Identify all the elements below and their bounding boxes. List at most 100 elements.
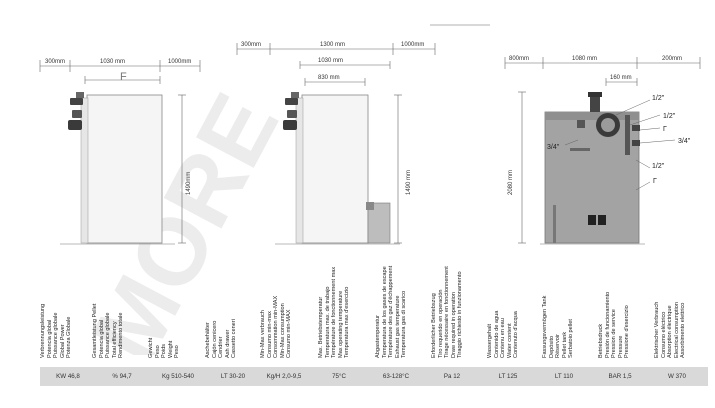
technical-drawing: 300mm 1030 mm 1000mm F 1490mm 300mm 1300… [39,24,701,245]
mid-dim-830: 830 mm [318,75,340,81]
fitting-label-g: Γ [653,178,657,185]
value-cell: LT 30-20 [220,373,246,380]
spec-line: Betriebsdruck [598,323,605,358]
fitting-label-e: 3/4" [547,144,560,151]
spec-line: Tiraggio richiesto in funzionamento [457,271,464,358]
value-cell: Kg/H 2,0-9,5 [266,373,302,380]
spec-line: Temperatura max. de trabajo [324,286,331,358]
fitting-label-f: 1/2" [652,163,665,170]
mid-dim-1030: 1030 mm [318,58,343,64]
spec-line: Assorbimento elettrico [680,302,687,358]
spec-line: Peso [174,345,181,358]
spec-line: Potencia global [46,319,53,358]
spec-line: Temperatura gas di scarico [401,290,408,358]
right-dim-1080: 1080 mm [572,56,597,62]
spec-line: Elektrischer Verbrauch [654,301,661,358]
fitting-label-d: 3/4" [678,138,691,145]
fitting-label-a: 1/2" [652,95,665,102]
spec-line: Absorption électrique [667,305,674,358]
spec-line: Pressione d'esercizio [624,305,631,358]
right-dim-200: 200mm [662,56,682,62]
spec-line: Contenuto d'acqua [513,311,520,358]
left-dim-300: 300mm [45,59,65,65]
right-view [430,24,701,245]
spec-line: Consumo eléctrico [660,311,667,358]
mid-dim-1300: 1300 mm [320,42,345,48]
spec-line: Pression de service [611,309,618,358]
spec-line: Abgastemperatur [375,315,382,358]
spec-line: Tiro requerido en operación [437,289,444,358]
spec-line: Temperatura max d'esercizio [344,286,351,358]
spec-line: Tirage nécessaire en fonctionnement [444,266,451,358]
spec-line: Cendrier [218,336,225,358]
left-view [39,60,201,245]
spec-line: Max operating temperature [337,290,344,358]
spec-line: Température de fonctionnement max [331,266,338,358]
spec-line: Min-Max consumption [279,303,286,358]
spec-line: Température des gaz d'échappement [388,265,395,358]
spec-line: Contenu en eau [500,318,507,358]
spec-line: Temperatura de los gases de escape [381,266,388,358]
spec-line: Poids [161,344,168,358]
spec-line: Consumo min-MAX [286,309,293,359]
fitting-label-c: Γ [663,126,667,133]
spec-line: Wassergehalt [487,324,494,358]
spec-line: Ash drawer [224,329,231,358]
mid-dim-300: 300mm [241,42,261,48]
spec-line: Consumo min-max [266,311,273,358]
left-dim-1000: 1000mm [168,59,191,65]
spec-line: Réservoir [555,334,562,358]
right-dim-800: 800mm [509,56,529,62]
spec-line: Peso [154,345,161,358]
value-cell: W 370 [668,373,686,380]
spec-line: Gesamtleistung Pellet [92,303,99,358]
values-bar [40,367,708,386]
spec-line: Serbatoio pellet [568,319,575,358]
value-cell: KW 46,8 [56,373,80,380]
spec-line: Fassungsvermögen Tank [542,295,549,358]
left-dim-1030: 1030 mm [100,59,125,65]
spec-line: Depósito [548,335,555,358]
spec-line: Draw required in operation [450,292,457,358]
spec-line: Puissance globale [53,312,60,358]
value-cell: LT 125 [498,373,518,380]
value-cell: Pa 12 [443,373,461,380]
spec-line: Contenido de agua [493,310,500,358]
value-cell: LT 110 [554,373,574,380]
spec-line: Erforderlicher Betriebszug [431,293,438,358]
mid-dim-height: 1490 mm [406,170,412,195]
spec-line: Global Power [59,324,66,358]
spec-line: Presión de funcionamiento [604,291,611,358]
fitting-label-b: 1/2" [663,113,676,120]
mid-dim-1000: 1000mm [401,42,424,48]
spec-line: Consommation min-MAX [273,295,280,358]
spec-line: Gewicht [148,337,155,358]
left-dim-height: 1490mm [186,172,192,195]
spec-line: Max. Betriebstemperatur [318,296,325,358]
spec-line: Puissance globale [105,312,112,358]
right-dim-height: 2080 mm [508,170,514,195]
value-cell: 63-128°C [382,373,410,380]
spec-line: Water content [506,323,513,358]
spec-line: Rendimento totale [118,312,125,358]
spec-line: Min-Max verbrauch [260,310,267,358]
spec-line: Potenza Globale [66,316,73,358]
spec-line: Pressure [617,335,624,358]
value-cell: Kg 510-540 [162,373,194,380]
spec-line: Electrical consumption [673,302,680,358]
middle-view [236,43,436,245]
value-cell: 75°C [332,373,346,380]
left-f-label: F [120,71,127,83]
value-cell: % 94,7 [112,373,132,380]
spec-line: Exhaust gas temperature [394,295,401,359]
value-cell: BAR 1,5 [608,373,632,380]
